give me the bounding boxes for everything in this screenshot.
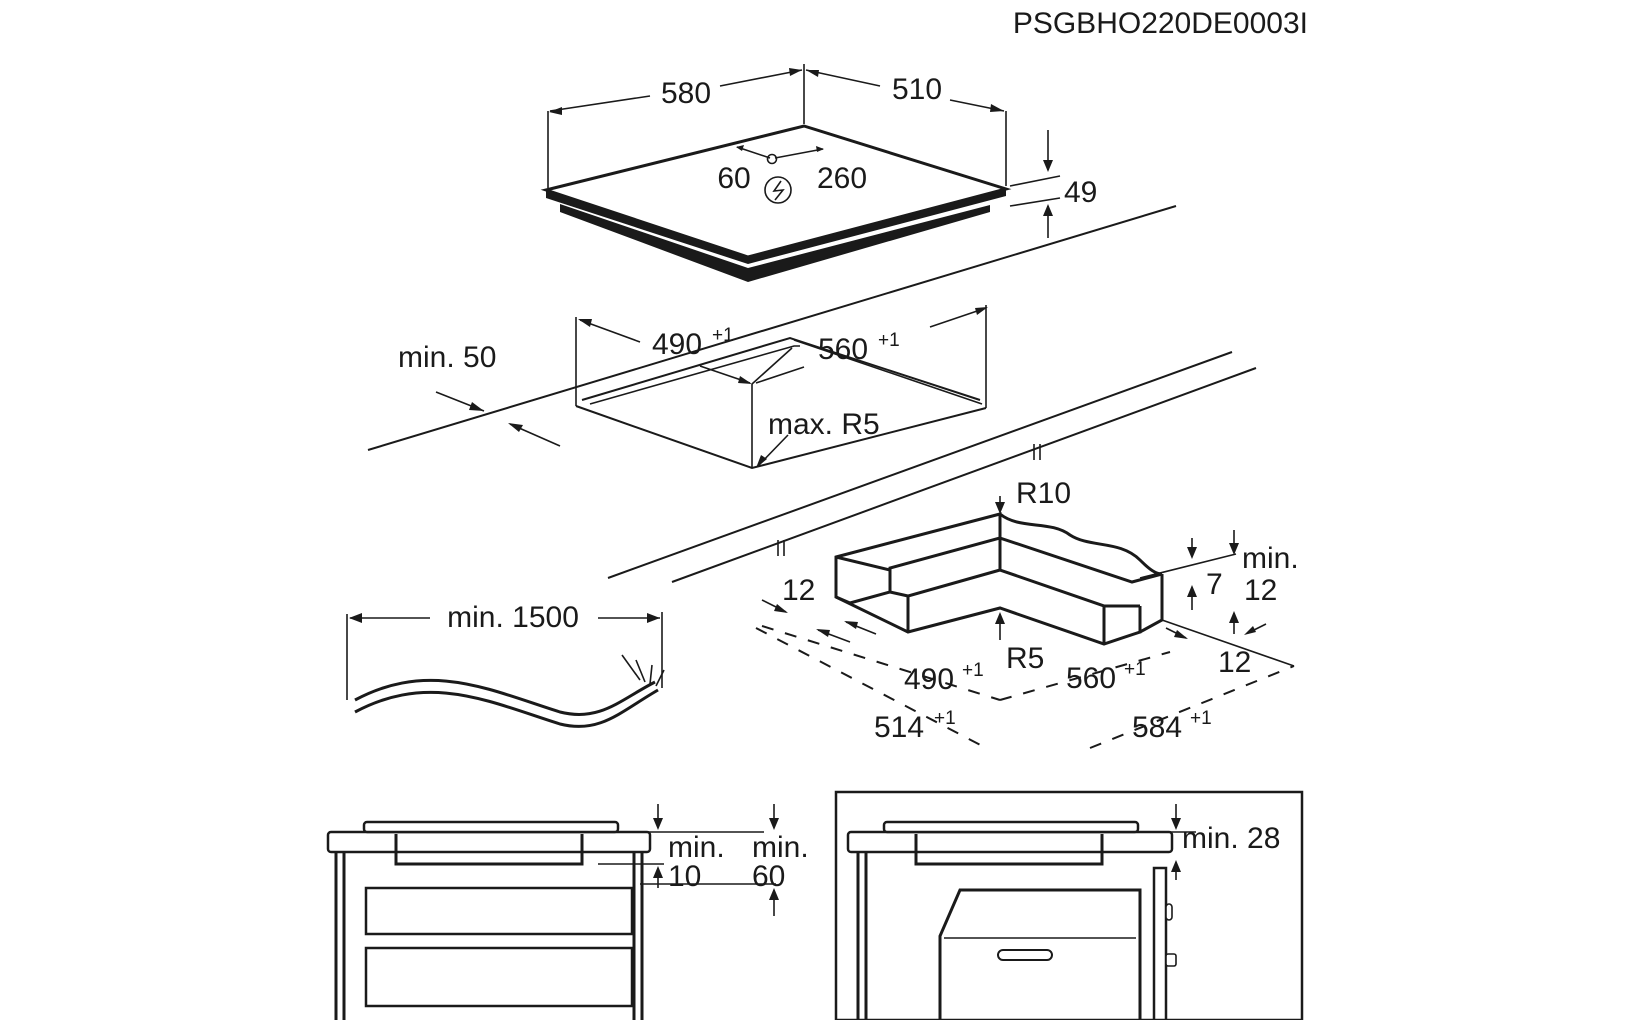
cutout-depth-label: 490 (652, 328, 702, 361)
min-a-label: min. (668, 831, 725, 864)
outer-width-tolerance: +1 (1190, 708, 1212, 729)
connection-point-icon (766, 153, 778, 165)
drawer-lower (364, 946, 634, 1008)
connection-offset-right-label: 260 (817, 162, 867, 195)
install-drawer-drawing: min. 10 min. 60 (326, 804, 809, 1020)
cutout-width-tolerance: +1 (878, 330, 900, 351)
lightning-bolt-icon (764, 176, 792, 204)
install-oven-drawing: min. 28 (834, 790, 1304, 1020)
min-a-value: 10 (668, 860, 701, 893)
inner-width-label: 560 (1066, 662, 1116, 695)
step-right-label: 12 (1218, 646, 1251, 679)
max-radius-label: max. R5 (768, 408, 880, 441)
outer-depth-label: 514 (874, 711, 924, 744)
radius-inner-label: R5 (1006, 642, 1044, 675)
cutout-width-label: 560 (818, 333, 868, 366)
document-code: PSGBHO220DE0003I (1013, 7, 1308, 40)
drawer-upper (364, 886, 634, 936)
connection-offset-left-label: 60 (717, 162, 750, 195)
outer-width-label: 584 (1132, 711, 1182, 744)
hob-depth-label: 510 (892, 73, 942, 106)
min-b-label: min. (752, 831, 809, 864)
step-height-label: 7 (1206, 568, 1223, 601)
inner-depth-tolerance: +1 (962, 660, 984, 681)
min-label: min. (1242, 542, 1299, 575)
cutout-depth-tolerance: +1 (712, 325, 734, 346)
min-value-label: 12 (1244, 574, 1277, 607)
hob-body (560, 204, 990, 282)
min-b-value: 60 (752, 860, 785, 893)
hob-width-label: 580 (661, 77, 711, 110)
oven-handle (997, 949, 1053, 961)
cable-drawing: min. 1500 (346, 601, 665, 728)
cable-length-label: min. 1500 (447, 601, 579, 634)
equals-marks (777, 444, 1041, 556)
min-wall-distance-label: min. 50 (398, 341, 496, 374)
outer-depth-tolerance: +1 (934, 708, 956, 729)
frame-profile-drawing: R10 R5 12 7 min. 12 12 490 (755, 444, 1299, 751)
worktop-cutout-drawing: 490 +1 560 +1 min. 50 max. R5 (367, 205, 1257, 583)
inner-width-tolerance: +1 (1124, 659, 1146, 680)
hob-dimensions: 580 510 49 60 260 (547, 64, 1097, 238)
oven-gap-label: min. 28 (1182, 822, 1280, 855)
radius-outer-label: R10 (1016, 477, 1071, 510)
hob-height-label: 49 (1064, 176, 1097, 209)
hob-drawing (540, 124, 1012, 282)
inner-depth-label: 490 (904, 663, 954, 696)
oven-body (938, 888, 1142, 1020)
step-left-label: 12 (782, 574, 815, 607)
